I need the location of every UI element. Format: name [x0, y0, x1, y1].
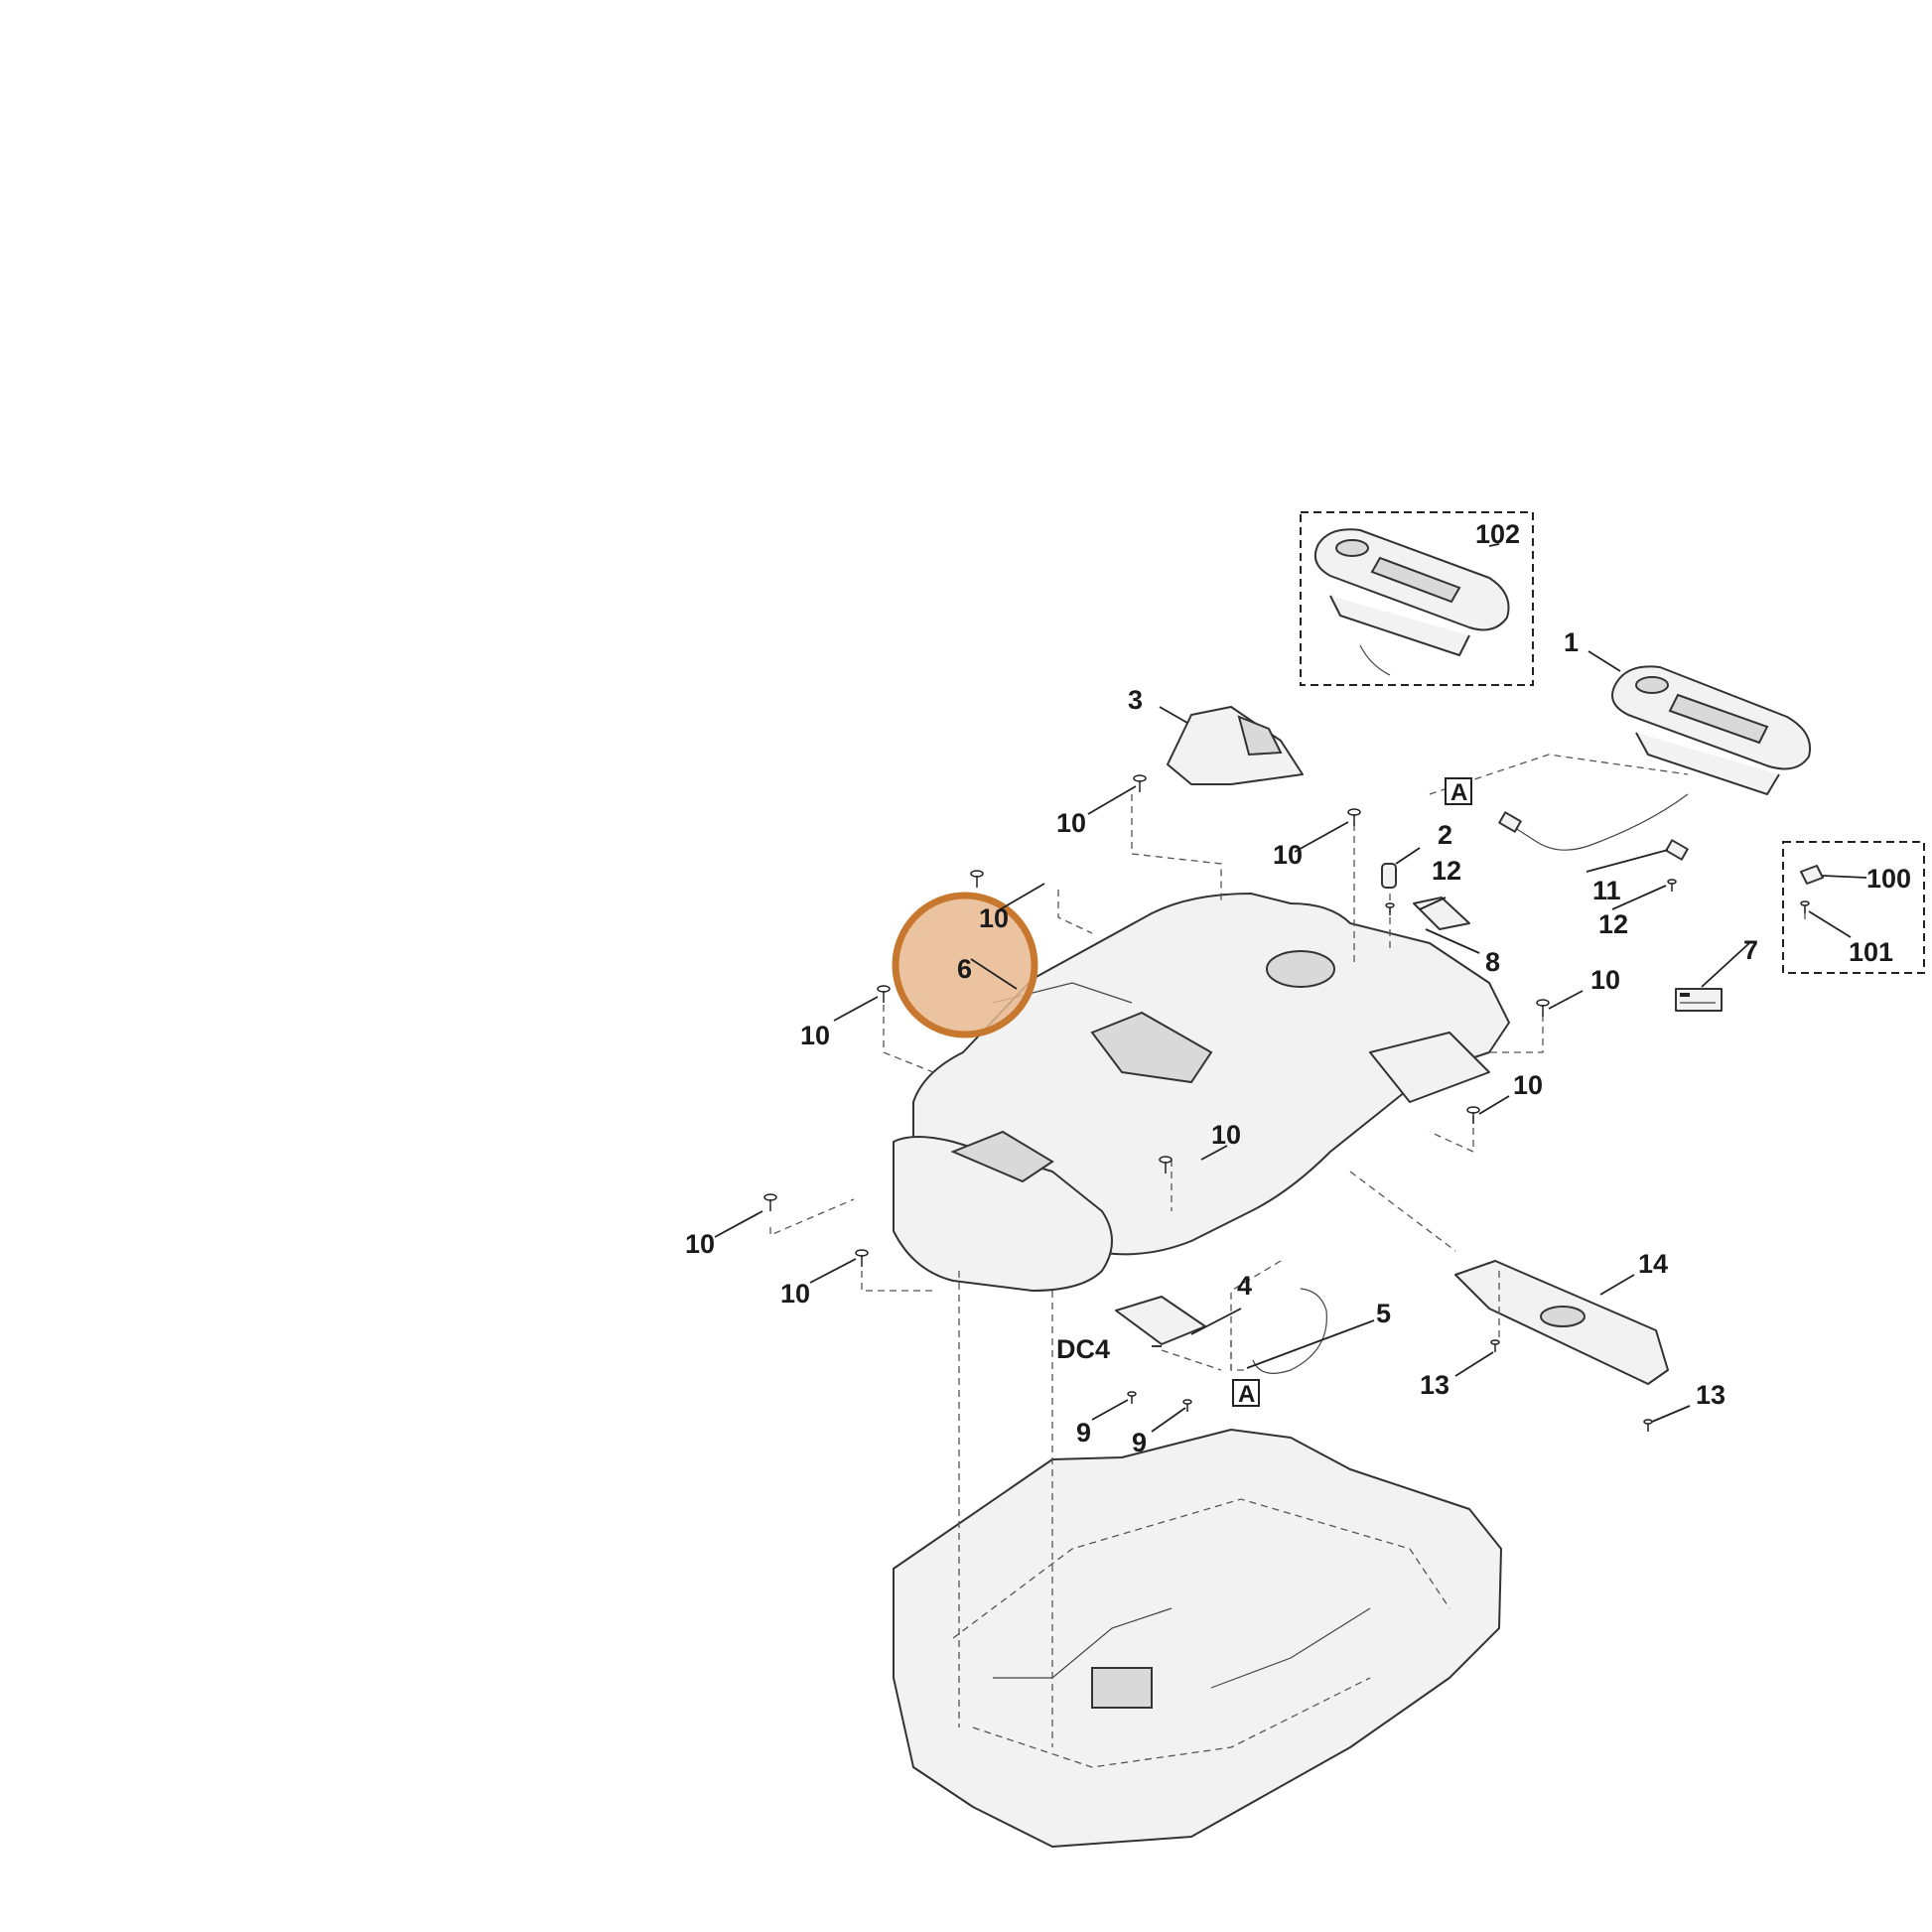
callout-3[interactable]: 3 [1128, 685, 1143, 715]
part-2-drawing [1381, 863, 1397, 889]
callout-10-a[interactable]: 10 [1056, 808, 1086, 838]
callout-a-2[interactable]: A [1238, 1381, 1255, 1408]
leader-lines [714, 543, 1867, 1433]
callout-9-b[interactable]: 9 [1132, 1428, 1147, 1457]
callout-dc4[interactable]: DC4 [1056, 1334, 1110, 1364]
chassis-base-drawing [893, 1429, 1502, 1848]
callout-101[interactable]: 101 [1849, 937, 1893, 967]
callout-12-a[interactable]: 12 [1432, 856, 1461, 886]
connector-a-box-2 [1232, 1379, 1260, 1407]
part-3-detail [1237, 715, 1283, 757]
callout-7[interactable]: 7 [1743, 935, 1758, 965]
detail-box-102 [1300, 511, 1534, 686]
callout-10-g[interactable]: 10 [1211, 1120, 1241, 1150]
callout-a-1[interactable]: A [1450, 779, 1467, 806]
highlight-circle[interactable] [892, 892, 1038, 1038]
connector-11 [1665, 839, 1689, 861]
part-4-drawing [1115, 1296, 1206, 1345]
callout-1[interactable]: 1 [1564, 627, 1579, 657]
callout-13-b[interactable]: 13 [1696, 1380, 1725, 1410]
cable-connector-1 [1498, 811, 1522, 833]
callout-10-d[interactable]: 10 [800, 1021, 830, 1050]
callout-12-b[interactable]: 12 [1598, 909, 1628, 939]
part-100-drawing [1800, 865, 1824, 885]
console-102-drawing [1314, 528, 1510, 676]
callout-14[interactable]: 14 [1638, 1249, 1668, 1279]
top-cover-drawing [893, 893, 1510, 1292]
screws [763, 774, 1810, 1432]
callout-100[interactable]: 100 [1866, 864, 1911, 894]
cable-1 [1508, 793, 1689, 851]
console-1-drawing [1611, 665, 1811, 795]
callout-10-f[interactable]: 10 [1513, 1070, 1543, 1100]
callout-2[interactable]: 2 [1438, 820, 1452, 850]
callout-10-e[interactable]: 10 [1590, 965, 1620, 995]
label-7-drawing [1675, 988, 1723, 1012]
connector-a-box-1 [1445, 777, 1472, 805]
callout-10-b[interactable]: 10 [1273, 840, 1303, 870]
callout-10-c[interactable]: 10 [979, 903, 1009, 933]
callout-labels: 102 1 3 A 2 12 8 10 10 10 6 10 10 10 10 … [685, 519, 1911, 1457]
callout-11[interactable]: 11 [1592, 876, 1621, 905]
callout-9-a[interactable]: 9 [1076, 1418, 1091, 1448]
callout-8[interactable]: 8 [1485, 947, 1500, 977]
cable-5 [1252, 1288, 1327, 1374]
callout-10-i[interactable]: 10 [780, 1279, 810, 1309]
part-14-hole [1540, 1306, 1586, 1327]
callout-102[interactable]: 102 [1475, 519, 1520, 549]
part-3-drawing [1167, 706, 1304, 785]
callout-5[interactable]: 5 [1376, 1299, 1391, 1328]
callout-13-a[interactable]: 13 [1420, 1370, 1449, 1400]
callout-10-h[interactable]: 10 [685, 1229, 715, 1259]
part-8-drawing [1413, 897, 1470, 930]
callout-4[interactable]: 4 [1237, 1271, 1252, 1301]
callout-6[interactable]: 6 [957, 954, 972, 984]
detail-box-100-101 [1782, 841, 1925, 974]
